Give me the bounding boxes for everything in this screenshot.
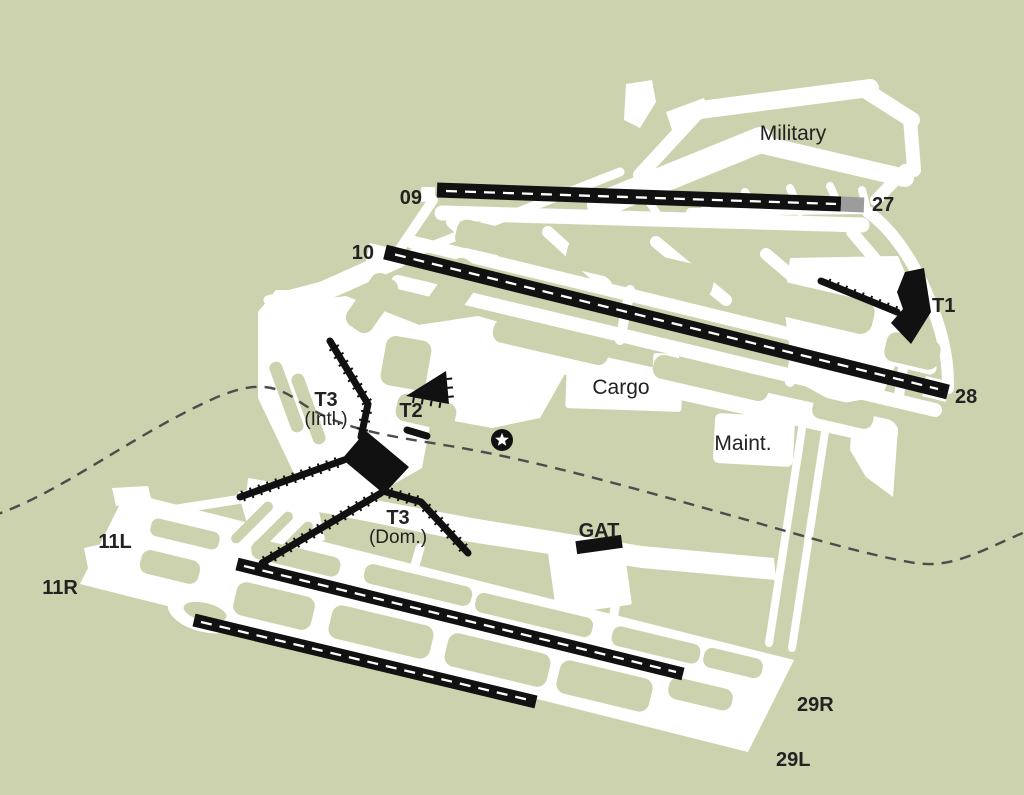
- runway-label-29l: 29L: [776, 749, 810, 771]
- runway-label-11r: 11R: [42, 577, 78, 599]
- labels: 09 27 10 28 11L 11R 29R 29L T1 T2 T3 (In…: [42, 122, 977, 771]
- runway-label-27: 27: [872, 194, 894, 216]
- terminal-t3-north-pier: [326, 337, 372, 441]
- road-tunnel-segment: [403, 426, 431, 440]
- terminal-label-t3-intl: T3: [314, 389, 337, 411]
- gate-ticks: [240, 278, 899, 567]
- perimeter-road: [0, 385, 1024, 566]
- runway-10-28: [383, 244, 950, 400]
- runway-label-11l: 11L: [98, 531, 131, 553]
- terminal-t3-southeast-pier: [379, 487, 472, 557]
- area-label-cargo: Cargo: [592, 376, 649, 399]
- runway-09-27: [436, 182, 865, 213]
- terminal-buildings: [236, 268, 931, 567]
- terminal-t1-building: [891, 268, 931, 344]
- reference-point: [491, 429, 513, 451]
- runway-label-29r: 29R: [797, 694, 834, 716]
- terminal-t3-main-building: [342, 431, 409, 494]
- terminal-label-t3-intl-sub: (Intl.): [304, 409, 347, 430]
- runway-11l-29r: [235, 557, 685, 681]
- displaced-threshold-27: [840, 196, 865, 213]
- terminal-t1-pier: [817, 277, 901, 316]
- area-label-gat: GAT: [579, 520, 620, 542]
- area-label-military: Military: [760, 122, 827, 145]
- runway-11r-29l: [192, 613, 538, 709]
- terminal-label-t1: T1: [932, 295, 955, 317]
- area-label-maint: Maint.: [714, 432, 771, 455]
- runway-label-09: 09: [400, 187, 422, 209]
- terminal-t2-building: [406, 371, 449, 404]
- star-glyph: [495, 432, 509, 446]
- runway-label-10: 10: [352, 242, 374, 264]
- runway-label-28: 28: [955, 386, 977, 408]
- terminal-label-t3-dom: T3: [386, 507, 409, 529]
- terminal-label-t2: T2: [399, 400, 422, 422]
- terminal-t3-west-pier: [236, 456, 348, 501]
- gat-building: [575, 534, 623, 555]
- grass-islands: [139, 219, 941, 712]
- terminal-label-t3-dom-sub: (Dom.): [369, 527, 427, 548]
